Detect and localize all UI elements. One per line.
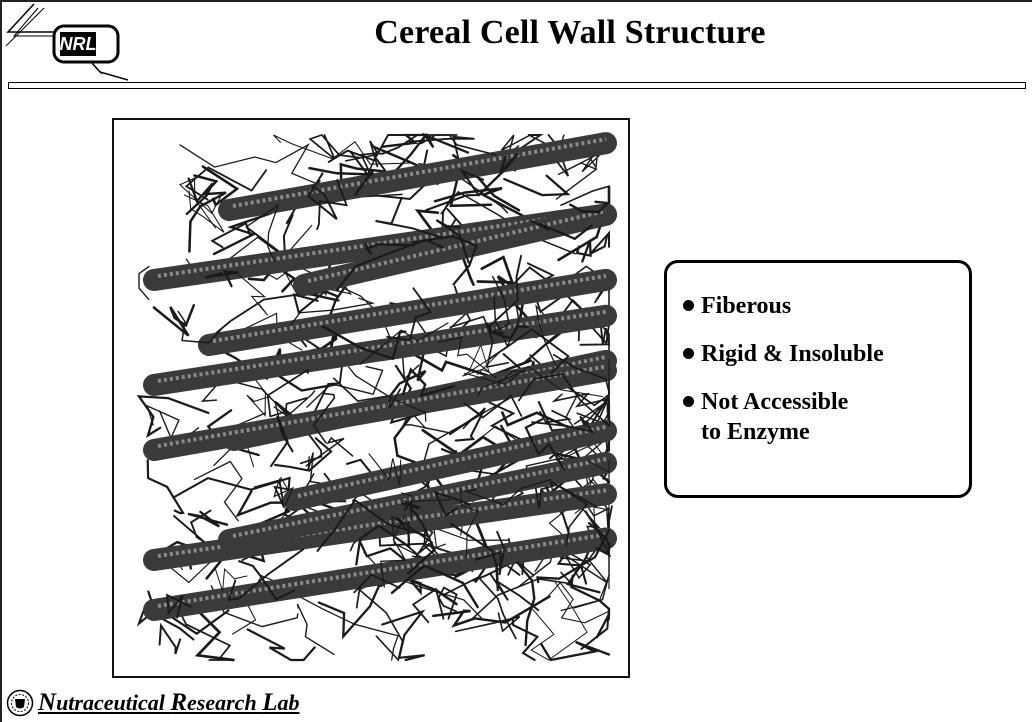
bullet-dot-icon xyxy=(683,396,694,407)
fiber-strand xyxy=(463,345,500,376)
microfibril-bundle xyxy=(229,139,606,210)
footer-part: R xyxy=(170,689,187,716)
bullet-item: Not Accessible to Enzyme xyxy=(683,387,969,447)
fiber-strand xyxy=(541,642,609,660)
footer-part: esearch xyxy=(187,690,262,715)
footer-part: N xyxy=(38,689,56,716)
fiber-strand xyxy=(160,626,181,654)
bullet-item: Fiberous xyxy=(683,291,969,321)
fiber-strand xyxy=(310,135,359,159)
microfibril-rod xyxy=(229,143,606,210)
fiber-strand xyxy=(154,305,194,335)
bullet-text: Not Accessible xyxy=(701,387,848,417)
bullet-dot-icon xyxy=(683,348,694,359)
fiber-strand xyxy=(382,612,424,660)
fiber-strand xyxy=(148,460,183,513)
footer-part: L xyxy=(262,689,277,716)
fiber-strand xyxy=(248,630,315,661)
bullet-dot-icon xyxy=(683,300,694,311)
footer-part: utraceutical xyxy=(56,690,170,715)
slide-title: Cereal Cell Wall Structure xyxy=(260,14,880,52)
bullet-item: Rigid & Insoluble xyxy=(683,339,969,369)
footer: Nutraceutical Research Lab xyxy=(6,688,299,718)
logo-text: NRL xyxy=(60,34,97,54)
footer-lab-name: Nutraceutical Research Lab xyxy=(38,689,299,717)
cell-wall-figure xyxy=(112,118,630,678)
bullet-box: Fiberous Rigid & Insoluble Not Accessibl… xyxy=(664,260,972,498)
fiber-strand xyxy=(196,609,234,660)
slide-top-edge xyxy=(0,0,1032,2)
cell-wall-illustration xyxy=(114,120,628,676)
nrl-logo-icon: NRL xyxy=(4,2,128,82)
fiber-strand xyxy=(504,176,567,195)
fiber-strand xyxy=(247,377,270,416)
fiber-strand xyxy=(188,512,227,527)
header-rule xyxy=(8,82,1026,89)
fiber-strand xyxy=(139,396,208,435)
university-seal-icon xyxy=(6,689,34,717)
bullet-text: Rigid & Insoluble xyxy=(701,339,884,369)
bullet-text-continued: to Enzyme xyxy=(701,417,848,447)
fiber-strand xyxy=(329,135,405,162)
fiber-strand xyxy=(591,233,610,254)
slide-left-edge xyxy=(0,0,2,722)
footer-part: ab xyxy=(277,690,299,715)
bullet-text: Fiberous xyxy=(701,291,791,321)
